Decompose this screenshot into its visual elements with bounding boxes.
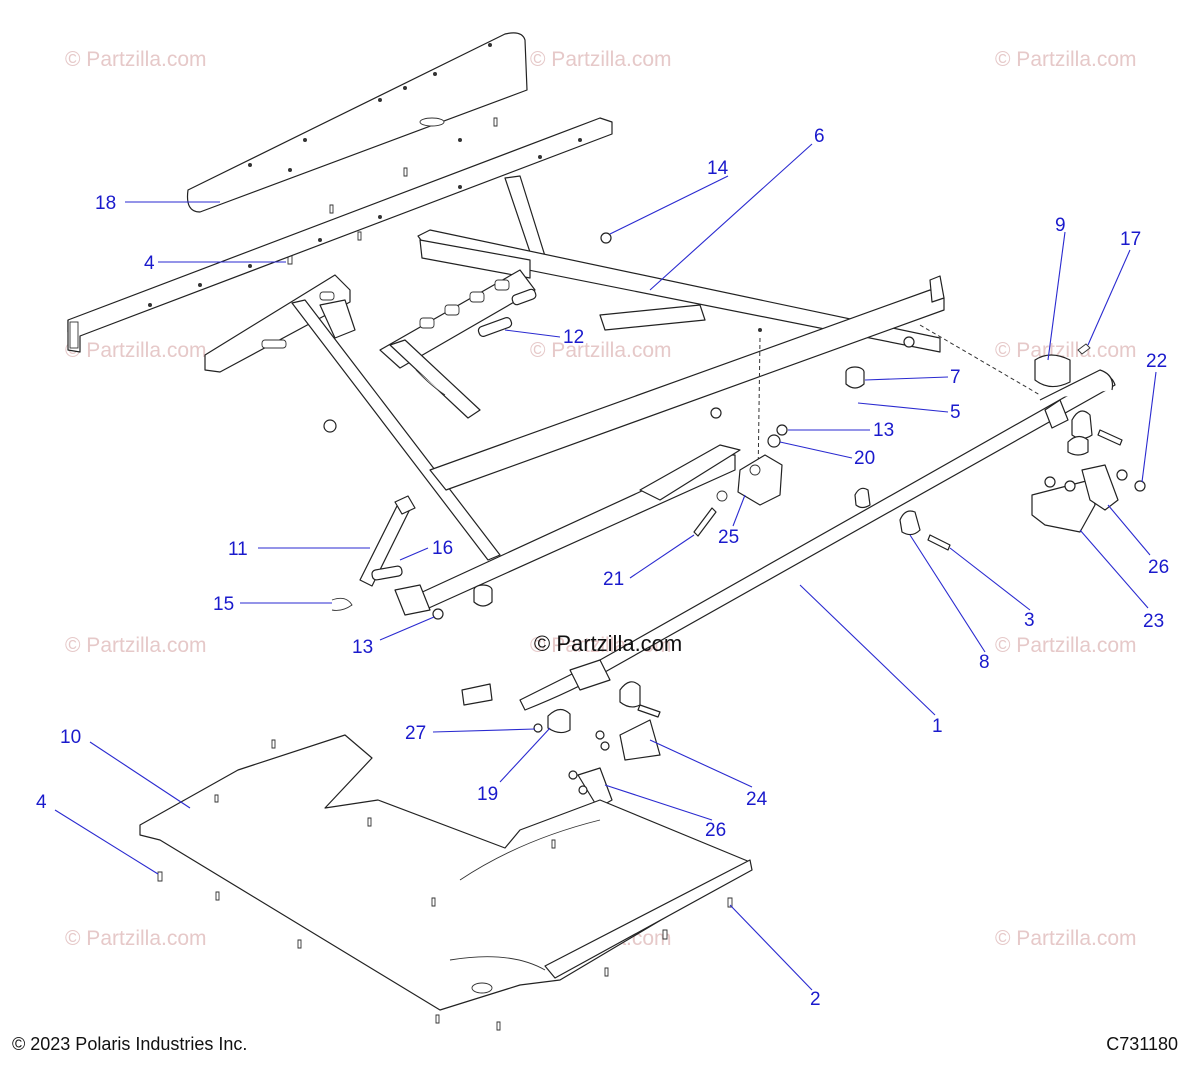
part-25-mount bbox=[737, 454, 783, 506]
nut bbox=[903, 336, 915, 348]
part-21-bolt bbox=[693, 507, 717, 537]
part-17-spring bbox=[1077, 343, 1091, 355]
part-16-pin bbox=[371, 565, 403, 581]
part-27-nut bbox=[533, 723, 543, 733]
callout-label: 26 bbox=[1148, 557, 1169, 578]
watermark: © Partzilla.com bbox=[995, 339, 1137, 362]
diagram-code: C731180 bbox=[1106, 1034, 1178, 1054]
clamp-right bbox=[1044, 399, 1093, 456]
callout-label: 17 bbox=[1120, 229, 1141, 250]
pin bbox=[511, 288, 537, 306]
part-14-nut bbox=[600, 232, 612, 244]
callout-label: 6 bbox=[814, 126, 825, 147]
callout-label: 22 bbox=[1146, 351, 1167, 372]
callout-label: 19 bbox=[477, 784, 498, 805]
watermark: © Partzilla.com bbox=[995, 48, 1137, 71]
callout-label: 4 bbox=[144, 253, 155, 274]
callout-label: 27 bbox=[405, 723, 426, 744]
part-12-pin bbox=[477, 317, 513, 337]
bolt bbox=[1097, 429, 1123, 446]
part-18-plate bbox=[186, 32, 528, 213]
watermark: © Partzilla.com bbox=[65, 48, 207, 71]
part-23-bracket bbox=[1031, 476, 1096, 533]
center-watermark: © Partzilla.com bbox=[534, 631, 683, 656]
part-9-bushing bbox=[1034, 354, 1071, 388]
stabilizer-end-left bbox=[461, 659, 661, 734]
bumper bbox=[473, 584, 493, 607]
watermark: © Partzilla.com bbox=[65, 634, 207, 657]
callout-label: 14 bbox=[707, 158, 729, 179]
part-6-frame bbox=[67, 117, 945, 616]
part-26-bracket-lower bbox=[568, 767, 613, 809]
part-1-stabilizer-bar bbox=[519, 369, 1116, 711]
callout-label: 13 bbox=[352, 637, 373, 658]
washer bbox=[716, 490, 728, 502]
watermark: © Partzilla.com bbox=[65, 339, 207, 362]
callout-label: 9 bbox=[1055, 215, 1066, 236]
callout-label: 12 bbox=[563, 327, 584, 348]
callout-label: 8 bbox=[979, 652, 990, 673]
nut bbox=[323, 419, 337, 433]
copyright-text: © 2023 Polaris Industries Inc. bbox=[12, 1034, 248, 1054]
watermark: © Partzilla.com bbox=[995, 927, 1137, 950]
callout-label: 18 bbox=[95, 193, 116, 214]
part-3-bolt bbox=[927, 534, 951, 551]
nut bbox=[710, 407, 722, 419]
part-26-bracket bbox=[1081, 464, 1128, 511]
callout-label: 25 bbox=[718, 527, 739, 548]
clip bbox=[415, 369, 446, 396]
callout-labels: 18 4 14 6 9 17 22 12 7 5 13 20 25 11 16 … bbox=[36, 126, 1169, 1010]
part-15-clip bbox=[331, 597, 353, 611]
callout-label: 2 bbox=[810, 989, 821, 1010]
callout-label: 7 bbox=[950, 367, 961, 388]
callout-label: 16 bbox=[432, 538, 453, 559]
callout-label: 4 bbox=[36, 792, 47, 813]
part-20-washer bbox=[767, 434, 781, 448]
watermark: © Partzilla.com bbox=[65, 927, 207, 950]
callout-label: 20 bbox=[854, 448, 875, 469]
skid-bolts bbox=[157, 739, 733, 1031]
part-8-clamp bbox=[854, 487, 921, 536]
callout-label: 23 bbox=[1143, 611, 1164, 632]
callout-label: 13 bbox=[873, 420, 894, 441]
callout-label: 10 bbox=[60, 727, 81, 748]
part-7-bumper bbox=[845, 366, 865, 389]
part-13-nut bbox=[432, 608, 444, 620]
callout-label: 26 bbox=[705, 820, 726, 841]
watermark: © Partzilla.com bbox=[530, 48, 672, 71]
callout-label: 15 bbox=[213, 594, 234, 615]
part-13-nut bbox=[776, 424, 788, 436]
callout-label: 5 bbox=[950, 402, 961, 423]
watermark: © Partzilla.com bbox=[995, 634, 1137, 657]
part-11-shock bbox=[359, 495, 416, 587]
leader-lines bbox=[54, 143, 1157, 991]
callout-label: 11 bbox=[228, 539, 248, 560]
callout-label: 3 bbox=[1024, 610, 1035, 631]
part-22-nut bbox=[1134, 480, 1146, 492]
part-24-bracket bbox=[595, 719, 661, 761]
callout-label: 24 bbox=[746, 789, 768, 810]
watermark: © Partzilla.com bbox=[530, 339, 672, 362]
callout-label: 21 bbox=[603, 569, 624, 590]
part-10-skid-plate bbox=[139, 734, 753, 1011]
callout-label: 1 bbox=[932, 716, 943, 737]
